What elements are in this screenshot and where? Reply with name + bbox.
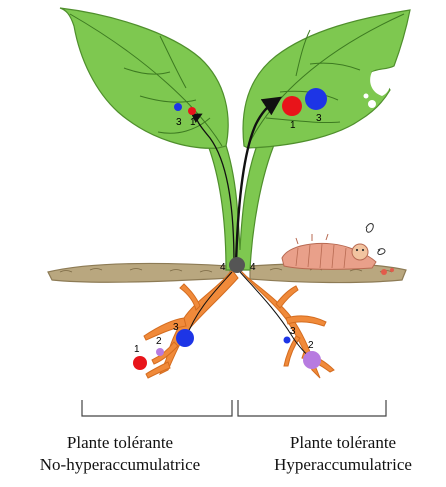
label-right-root-2: 2 — [308, 340, 314, 351]
metal-blue-right-root — [284, 337, 291, 344]
metal-violet-left-root — [156, 348, 164, 356]
label-left-leaf-1: 1 — [190, 117, 196, 128]
leaf-left — [60, 8, 228, 148]
metal-blue-left-root — [176, 329, 194, 347]
bracket-left — [82, 400, 232, 416]
caption-left-line1: Plante tolérante — [0, 432, 240, 454]
bracket-right — [238, 400, 386, 416]
caption-hyperaccumulator: Plante tolérante Hyperaccumulatrice — [240, 432, 446, 476]
caption-right-line2: Hyperaccumulatrice — [240, 454, 446, 476]
metal-violet-right-root — [303, 351, 321, 369]
grouping-brackets — [82, 400, 386, 416]
label-right-root-3: 3 — [290, 326, 296, 337]
soil-strip-left — [48, 264, 230, 283]
label-right-leaf-3: 3 — [316, 113, 322, 124]
caption-left-line2: No-hyperaccumulatrice — [0, 454, 240, 476]
metal-red-left-root — [133, 356, 147, 370]
label-stem-right-4: 4 — [250, 262, 256, 273]
label-right-leaf-1: 1 — [290, 120, 296, 131]
metal-blue-right-leaf — [305, 88, 327, 110]
metal-red-left-leaf — [188, 107, 196, 115]
metal-red-right-leaf — [282, 96, 302, 116]
metal-blue-left-leaf — [174, 103, 182, 111]
caption-non-hyperaccumulator: Plante tolérante No-hyperaccumulatrice — [0, 432, 240, 476]
label-stem-left-4: 4 — [220, 262, 226, 273]
label-left-root-2: 2 — [156, 336, 162, 347]
caption-right-line1: Plante tolérante — [240, 432, 446, 454]
stem-node — [229, 257, 245, 273]
stem — [206, 132, 276, 270]
label-left-root-1: 1 — [134, 344, 140, 355]
label-left-leaf-3: 3 — [176, 117, 182, 128]
label-left-root-3: 3 — [173, 322, 179, 333]
